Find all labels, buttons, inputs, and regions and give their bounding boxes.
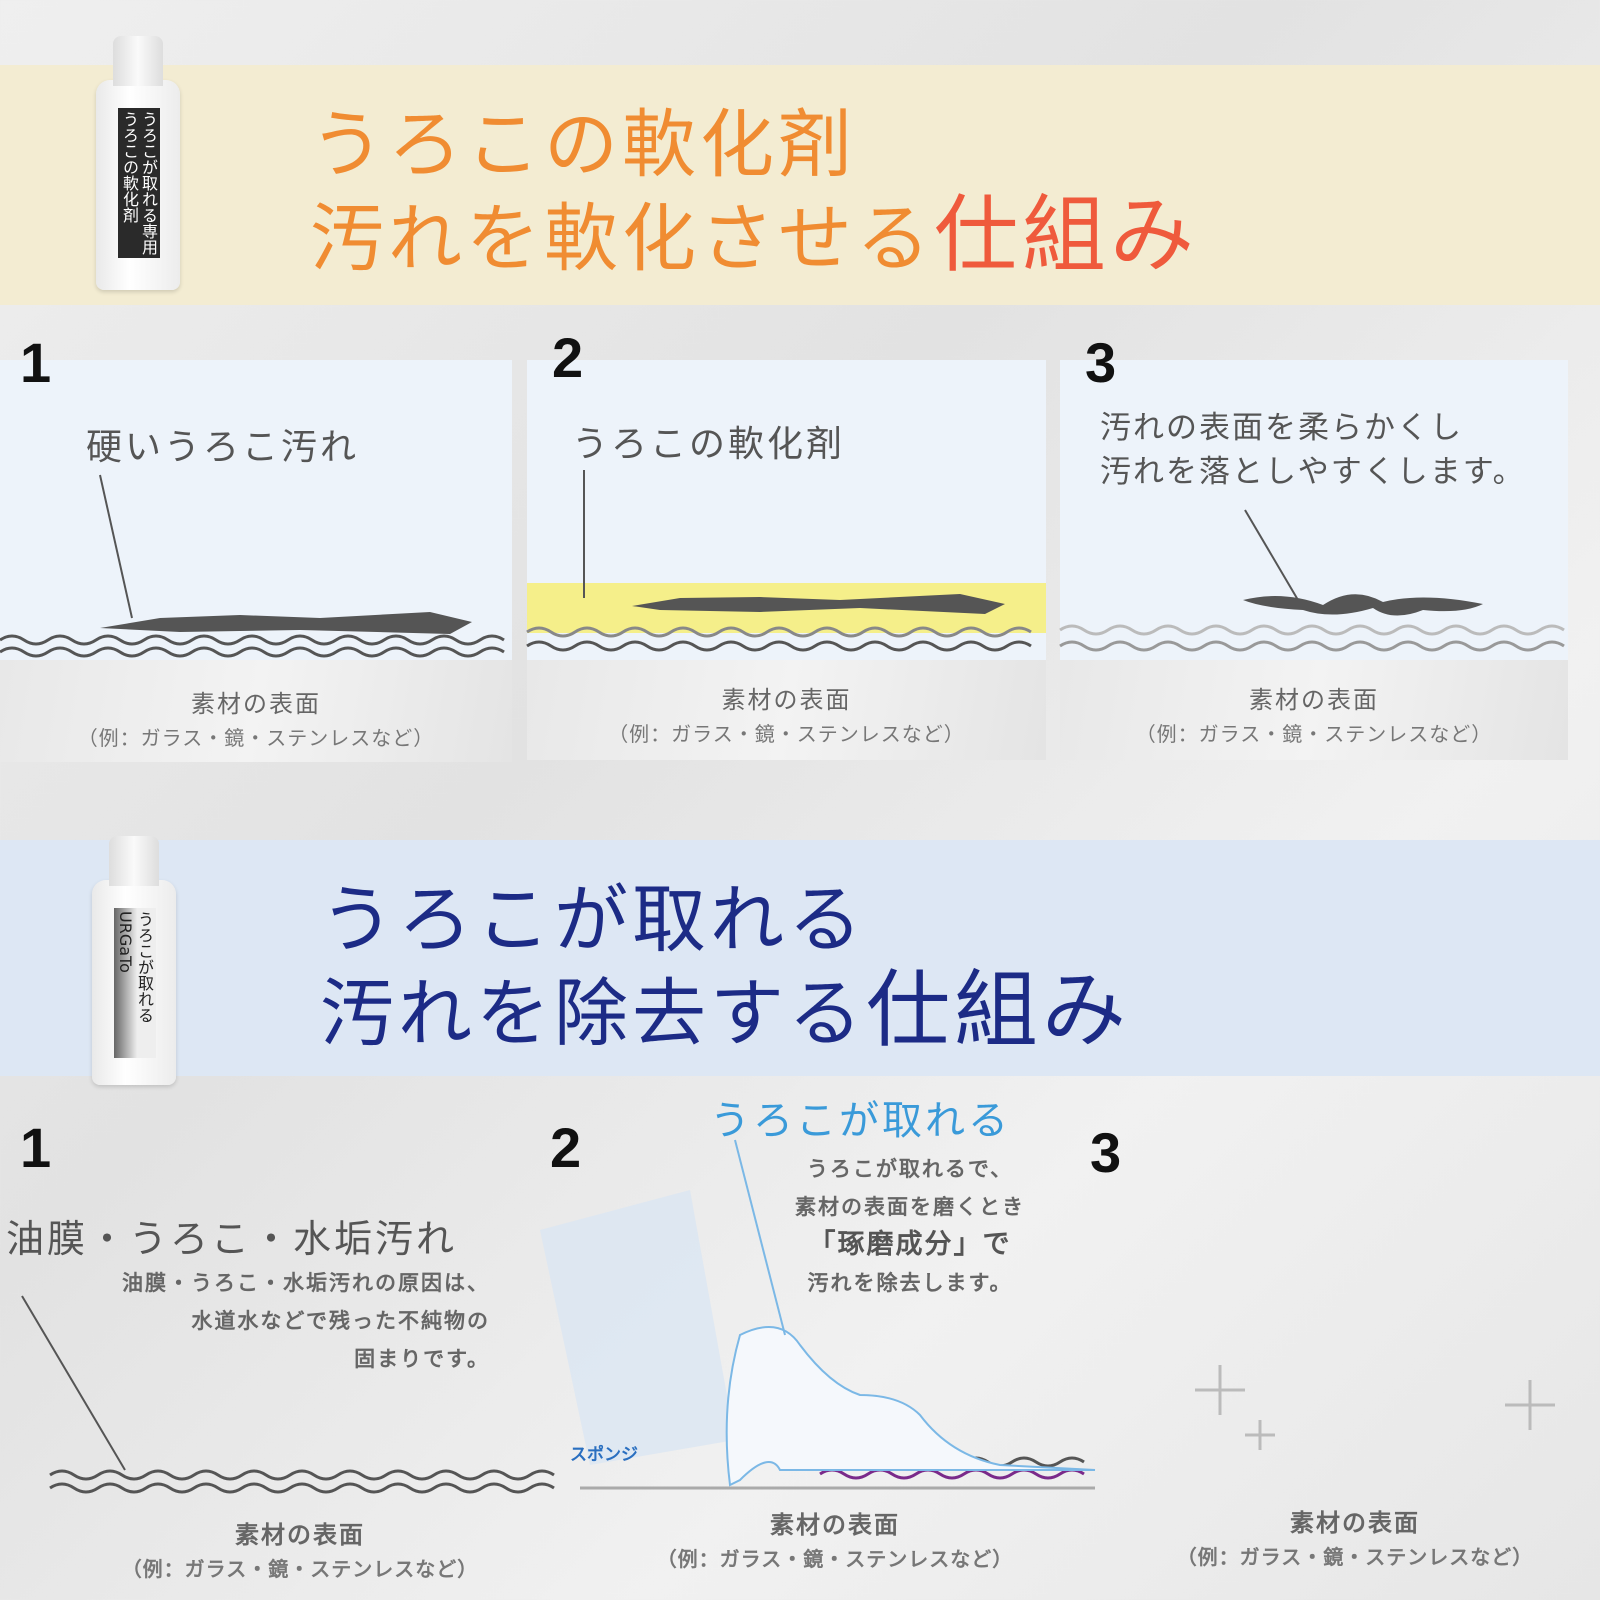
desc-line: 固まりです。: [354, 1347, 490, 1371]
surface-3: [1060, 660, 1568, 760]
surface-2: [527, 660, 1046, 760]
title-line2: 汚れを除去する: [320, 971, 866, 1057]
section2-banner: [0, 840, 1600, 1076]
remover-bottle-image: うろこが取れる URGaTo: [92, 836, 176, 1085]
step-label: うろこの軟化剤: [572, 424, 846, 465]
step-label: 汚れの表面を柔らかくし汚れを落としやすくします。: [1100, 406, 1526, 494]
surface-1: [0, 660, 512, 762]
surface-examples: （例：ガラス・鏡・ステンレスなど）: [656, 1547, 1014, 1571]
surface-label: 素材の表面: [721, 686, 852, 714]
step-label: 硬いうろこ汚れ: [86, 427, 360, 468]
section1-title: うろこの軟化剤 汚れを軟化させる仕組み: [310, 100, 1198, 284]
section2-title: うろこが取れる 汚れを除去する仕組み: [320, 875, 1130, 1059]
desc-line: 水道水などで残った不純物の: [191, 1309, 490, 1333]
surface-label: 素材の表面: [1249, 686, 1379, 714]
step-number: 3: [1085, 331, 1117, 394]
section1-banner: [0, 65, 1600, 305]
sparkle-icon: [1195, 1365, 1555, 1450]
surface-label: 素材の表面: [235, 1521, 365, 1549]
surface-label: 素材の表面: [770, 1511, 900, 1539]
step-number: 3: [1090, 1121, 1122, 1184]
bottle-logo: うろこが取れる専用 うろこの軟化剤: [118, 108, 160, 258]
desc-line: 汚れを除去します。: [807, 1271, 1013, 1295]
surface-examples: （例：ガラス・鏡・ステンレスなど）: [1176, 1545, 1534, 1569]
bottle-cap: [109, 836, 159, 886]
surface-examples: （例：ガラス・鏡・ステンレスなど）: [1135, 722, 1493, 746]
step-number: 2: [552, 326, 584, 389]
title-line2: 汚れを軟化させる: [310, 196, 934, 282]
step1-description: 油膜・うろこ・水垢汚れの原因は、 水道水などで残った不純物の 固まりです。: [60, 1264, 490, 1378]
bottle-logo: うろこが取れる URGaTo: [114, 908, 156, 1058]
title-emphasis: 仕組み: [866, 961, 1131, 1059]
title-emphasis: 仕組み: [934, 186, 1199, 284]
sponge-label: スポンジ: [570, 1445, 638, 1465]
label-line: 汚れを落としやすくします。: [1100, 454, 1526, 490]
step-number: 2: [550, 1116, 582, 1179]
surface-wave: [0, 634, 505, 646]
desc-line: うろこが取れるで、: [806, 1157, 1014, 1181]
surface-examples: （例：ガラス・鏡・ステンレスなど）: [608, 722, 965, 746]
title-line1: うろこが取れる: [320, 877, 866, 963]
polishing-agent: [725, 1326, 1096, 1487]
scale-stain: [632, 594, 1005, 614]
step-number: 1: [20, 1116, 52, 1179]
step-number: 1: [20, 331, 52, 394]
label-line: 汚れの表面を柔らかくし: [1100, 410, 1463, 446]
surface-label: 素材の表面: [1290, 1509, 1420, 1537]
bottle-cap: [113, 36, 163, 86]
desc-line: 油膜・うろこ・水垢汚れの原因は、: [122, 1271, 490, 1295]
desc-line: 「琢磨成分」で: [808, 1229, 1012, 1260]
desc-line: 素材の表面を磨くとき: [795, 1195, 1025, 1219]
title-line1: うろこの軟化剤: [310, 102, 856, 188]
section1-diagram: [0, 470, 1565, 658]
step-label: 油膜・うろこ・水垢汚れ: [6, 1217, 458, 1261]
surface-label: 素材の表面: [191, 690, 321, 718]
surface-examples: （例：ガラス・鏡・ステンレスなど）: [77, 726, 435, 750]
softener-bottle-image: うろこが取れる専用 うろこの軟化剤: [96, 36, 180, 290]
surface-wave: [49, 1469, 555, 1481]
sponge: [540, 1190, 735, 1465]
softened-stain: [1243, 594, 1483, 616]
surface-examples: （例：ガラス・鏡・ステンレスなど）: [121, 1557, 479, 1581]
step2-description: うろこが取れるで、 素材の表面を磨くとき 「琢磨成分」で 汚れを除去します。: [760, 1150, 1060, 1302]
product-label: うろこが取れる: [710, 1098, 1011, 1144]
step1-panel: [0, 360, 512, 660]
scale-stain: [100, 612, 472, 634]
